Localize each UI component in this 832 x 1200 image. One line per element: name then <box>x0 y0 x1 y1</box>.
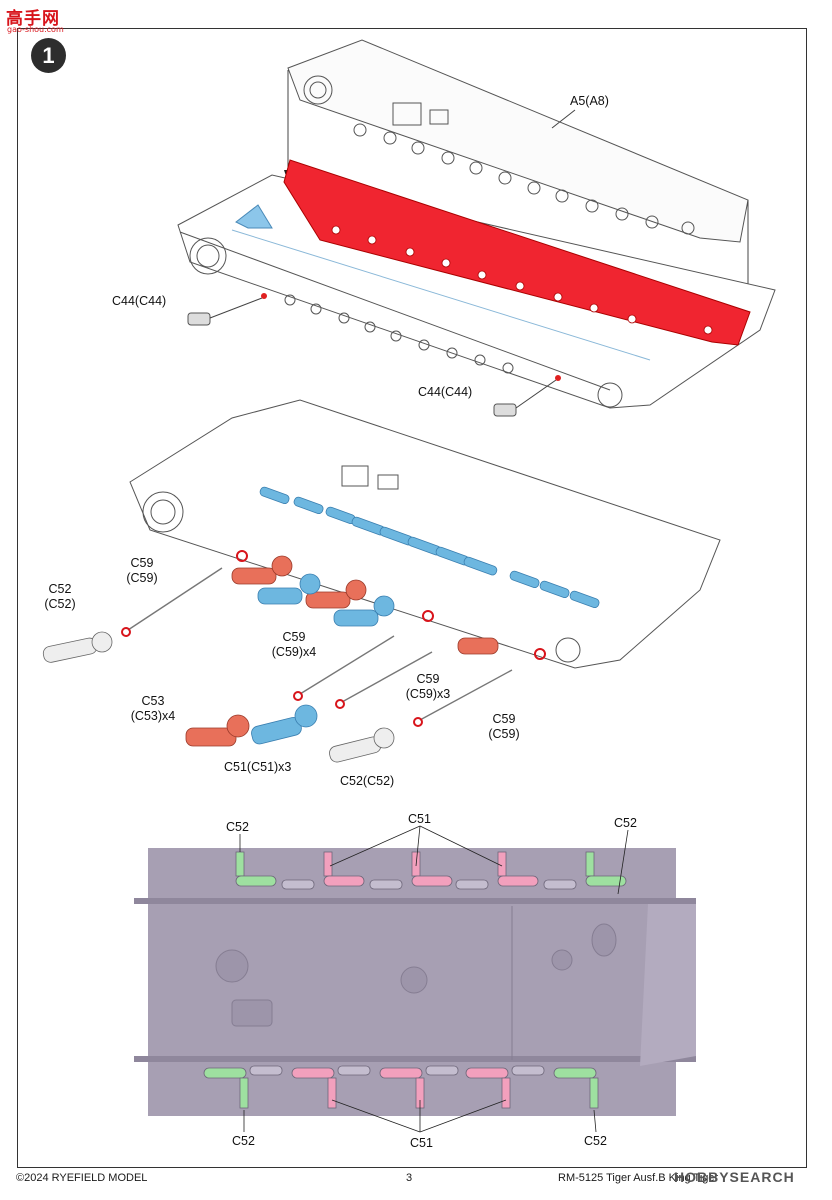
callout-a5: A5(A8) <box>570 94 609 108</box>
callout-c53: C53 (C53)x4 <box>124 694 182 724</box>
callout-c59-x4-line2: (C59)x4 <box>271 645 317 659</box>
callout-c52-bottom: C52(C52) <box>340 774 395 788</box>
callout-c59-right: C59 (C59) <box>482 712 526 742</box>
suspension-arms-orange <box>185 555 499 747</box>
callout-c44-left: C44(C44) <box>112 294 167 308</box>
bottom-view-leader-lines <box>239 825 629 1133</box>
suspension-arms-blue <box>251 573 395 745</box>
bottom-label-top-middle: C51 <box>408 812 431 826</box>
c44-part-right <box>493 375 561 417</box>
callout-c52-left-line2: (C52) <box>44 597 76 611</box>
callout-c53-line1: C53 <box>141 694 165 708</box>
hull-wheel-holes <box>284 294 514 374</box>
callout-c59-left: C59 (C59) <box>122 556 162 586</box>
red-side-plate <box>283 159 751 346</box>
blue-bracket-top <box>235 204 273 229</box>
upper-hull-drawing <box>284 39 752 306</box>
bottom-label-bottom-left: C52 <box>232 1134 255 1148</box>
site-logo-text: 高手网 <box>6 9 60 28</box>
bottom-label-top-right: C52 <box>614 816 637 830</box>
callout-c59-x3: C59 (C59)x3 <box>398 672 458 702</box>
bottom-label-bottom-middle: C51 <box>410 1136 433 1150</box>
torsion-bars <box>259 486 600 608</box>
bottom-label-bottom-right: C52 <box>584 1134 607 1148</box>
callout-c51-x3: C51(C51)x3 <box>224 760 292 774</box>
callout-c59-right-line1: C59 <box>492 712 516 726</box>
footer-page-number: 3 <box>406 1172 413 1184</box>
page-frame <box>17 28 807 1168</box>
panel-road-wheel-holes <box>353 123 695 235</box>
side-panel-a5 <box>287 39 749 243</box>
bottom-view-top-arms <box>235 851 627 890</box>
site-logo[interactable]: 高手网 gao-shou.com <box>4 4 70 34</box>
callout-c59-left-line2: (C59) <box>126 571 158 585</box>
callout-c59-x3-line2: (C59)x3 <box>405 687 451 701</box>
red-rings <box>121 550 546 727</box>
callout-c52-left: C52 (C52) <box>40 582 80 612</box>
red-plate-holes <box>331 225 713 335</box>
footer-copyright: ©2024 RYEFIELD MODEL <box>16 1172 148 1184</box>
c52-arms-grey <box>42 631 395 763</box>
callout-c59-x3-line1: C59 <box>416 672 440 686</box>
c59-shafts <box>127 567 513 721</box>
footer-watermark: HOBBYSEARCH <box>674 1169 795 1185</box>
callout-c59-x4-line1: C59 <box>282 630 306 644</box>
step-number-badge: 1 <box>31 38 66 73</box>
callout-c53-line2: (C53)x4 <box>130 709 176 723</box>
bottom-label-top-left: C52 <box>226 820 249 834</box>
callout-c59-left-line1: C59 <box>130 556 154 570</box>
callout-c59-x4: C59 (C59)x4 <box>264 630 324 660</box>
callout-c52-left-line1: C52 <box>48 582 72 596</box>
bottom-view-bottom-arms <box>203 1065 599 1109</box>
footer-product-name: RM-5125 Tiger Ausf.B King Tiger <box>558 1172 719 1184</box>
callout-c44-right: C44(C44) <box>418 385 473 399</box>
site-logo-url: gao-shou.com <box>7 25 64 34</box>
callout-c59-right-line2: (C59) <box>488 727 520 741</box>
c44-part-left <box>187 293 267 326</box>
middle-hull-drawing <box>129 399 721 669</box>
